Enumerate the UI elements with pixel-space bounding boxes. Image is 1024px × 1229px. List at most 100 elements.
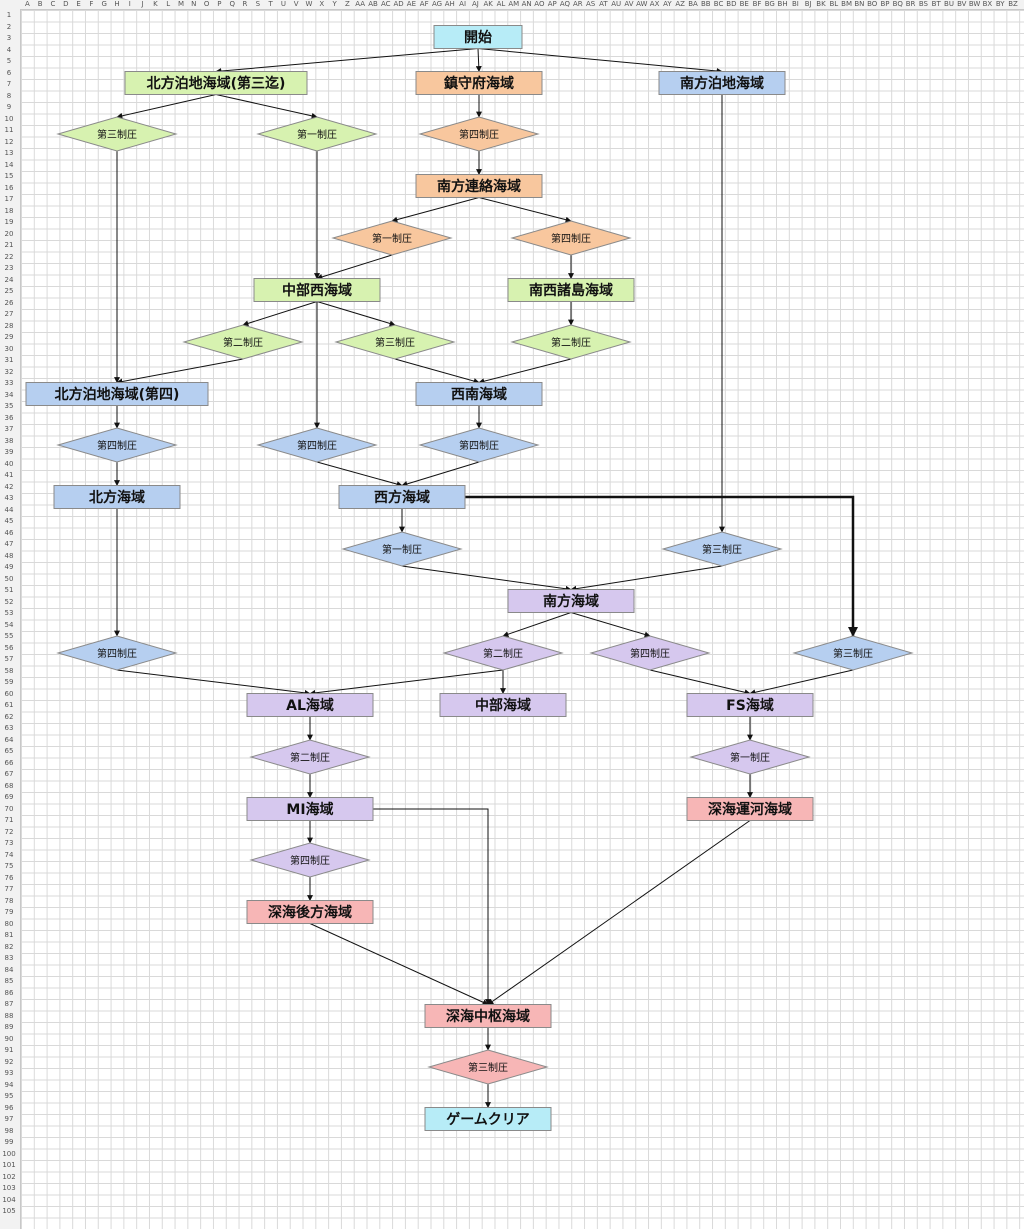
- row-label[interactable]: 24: [4, 275, 14, 284]
- column-label[interactable]: BE: [739, 0, 749, 8]
- column-label[interactable]: BV: [957, 0, 967, 8]
- column-label[interactable]: AR: [572, 0, 583, 8]
- row-label[interactable]: 81: [4, 931, 14, 939]
- row-label[interactable]: 16: [4, 183, 14, 192]
- column-label[interactable]: BM: [841, 0, 852, 8]
- row-label[interactable]: 25: [4, 287, 14, 295]
- column-label[interactable]: AC: [381, 0, 391, 8]
- column-label[interactable]: Z: [345, 0, 350, 8]
- row-label[interactable]: 45: [4, 517, 14, 525]
- column-label[interactable]: AT: [599, 0, 608, 8]
- area-node-south-link[interactable]: 南方連絡海域: [415, 174, 543, 198]
- row-label[interactable]: 15: [4, 172, 14, 180]
- column-label[interactable]: AA: [355, 0, 366, 8]
- row-label[interactable]: 57: [4, 655, 14, 663]
- column-label[interactable]: AZ: [675, 0, 685, 8]
- area-node-deep-core[interactable]: 深海中枢海域: [424, 1004, 552, 1028]
- row-label[interactable]: 40: [4, 459, 14, 468]
- row-label[interactable]: 66: [4, 758, 14, 767]
- column-label[interactable]: L: [166, 0, 171, 8]
- row-label[interactable]: 48: [4, 551, 14, 560]
- row-label[interactable]: 105: [2, 1207, 16, 1215]
- column-label[interactable]: AD: [393, 0, 404, 8]
- condition-diamond-c10[interactable]: 第四制圧: [256, 427, 378, 463]
- area-node-deep-rear[interactable]: 深海後方海域: [246, 900, 374, 924]
- row-label[interactable]: 87: [4, 1000, 14, 1008]
- condition-diamond-c7[interactable]: 第三制圧: [334, 324, 456, 360]
- row-label[interactable]: 4: [6, 45, 12, 54]
- area-node-start[interactable]: 開始: [433, 25, 523, 49]
- row-label[interactable]: 86: [4, 988, 14, 997]
- row-label[interactable]: 27: [4, 310, 14, 318]
- column-label[interactable]: BI: [791, 0, 799, 8]
- row-label[interactable]: 14: [4, 160, 14, 169]
- column-label[interactable]: AS: [585, 0, 596, 8]
- column-label[interactable]: AL: [496, 0, 506, 8]
- row-label[interactable]: 100: [2, 1149, 16, 1158]
- column-label[interactable]: AU: [611, 0, 622, 8]
- column-label[interactable]: AV: [624, 0, 634, 8]
- column-label[interactable]: BT: [931, 0, 941, 8]
- row-label[interactable]: 50: [4, 574, 14, 583]
- column-label[interactable]: F: [89, 0, 94, 8]
- column-label[interactable]: BC: [713, 0, 724, 8]
- row-label[interactable]: 84: [4, 965, 14, 974]
- row-label[interactable]: 77: [4, 885, 14, 893]
- condition-diamond-c2[interactable]: 第一制圧: [256, 116, 378, 152]
- area-node-central-west[interactable]: 中部西海域: [253, 278, 381, 302]
- column-label[interactable]: C: [50, 0, 56, 8]
- column-label[interactable]: S: [255, 0, 261, 8]
- row-label[interactable]: 23: [4, 264, 14, 272]
- column-label[interactable]: B: [37, 0, 43, 8]
- row-label[interactable]: 49: [4, 563, 14, 571]
- row-label[interactable]: 8: [6, 91, 12, 100]
- column-label[interactable]: AB: [368, 0, 378, 8]
- row-label[interactable]: 56: [4, 643, 14, 652]
- column-label[interactable]: BG: [764, 0, 775, 8]
- column-label[interactable]: BR: [905, 0, 916, 8]
- row-label[interactable]: 20: [4, 229, 14, 238]
- row-label[interactable]: 73: [4, 839, 14, 847]
- condition-diamond-c17[interactable]: 第三制圧: [792, 635, 914, 671]
- column-label[interactable]: Y: [332, 0, 337, 8]
- row-label[interactable]: 29: [4, 333, 14, 341]
- column-label[interactable]: BW: [968, 0, 981, 8]
- row-label[interactable]: 71: [4, 816, 14, 824]
- column-label[interactable]: N: [191, 0, 197, 8]
- condition-diamond-c18[interactable]: 第二制圧: [249, 739, 371, 775]
- row-label[interactable]: 46: [4, 528, 14, 537]
- row-label[interactable]: 38: [4, 436, 14, 445]
- row-label[interactable]: 28: [4, 321, 14, 330]
- column-label[interactable]: K: [153, 0, 158, 8]
- column-label[interactable]: AG: [431, 0, 443, 8]
- row-label[interactable]: 72: [4, 827, 14, 836]
- area-node-nansei[interactable]: 南西諸島海域: [507, 278, 635, 302]
- column-label[interactable]: AO: [534, 0, 545, 8]
- row-label[interactable]: 95: [4, 1092, 14, 1100]
- row-label[interactable]: 30: [4, 344, 14, 353]
- row-label[interactable]: 60: [4, 689, 14, 698]
- row-label[interactable]: 98: [4, 1126, 14, 1135]
- row-label[interactable]: 76: [4, 873, 14, 882]
- row-label[interactable]: 70: [4, 804, 14, 813]
- row-label[interactable]: 1: [6, 11, 12, 19]
- row-label[interactable]: 74: [4, 850, 14, 859]
- column-label[interactable]: X: [319, 0, 325, 8]
- row-label[interactable]: 89: [4, 1023, 14, 1031]
- column-label[interactable]: W: [305, 0, 313, 8]
- row-label[interactable]: 11: [4, 126, 14, 134]
- row-label[interactable]: 67: [4, 770, 14, 778]
- column-label[interactable]: BA: [688, 0, 698, 8]
- column-label[interactable]: I: [128, 0, 131, 8]
- condition-diamond-c13[interactable]: 第三制圧: [661, 531, 783, 567]
- column-label[interactable]: BL: [829, 0, 839, 8]
- area-node-guard[interactable]: 鎮守府海域: [415, 71, 543, 95]
- area-node-southwest[interactable]: 西南海域: [415, 382, 543, 406]
- row-label[interactable]: 96: [4, 1103, 14, 1112]
- condition-diamond-c16[interactable]: 第四制圧: [589, 635, 711, 671]
- column-label[interactable]: U: [280, 0, 286, 8]
- row-label[interactable]: 83: [4, 954, 14, 962]
- row-label[interactable]: 85: [4, 977, 14, 985]
- column-label[interactable]: BJ: [804, 0, 812, 8]
- row-label[interactable]: 33: [4, 379, 14, 387]
